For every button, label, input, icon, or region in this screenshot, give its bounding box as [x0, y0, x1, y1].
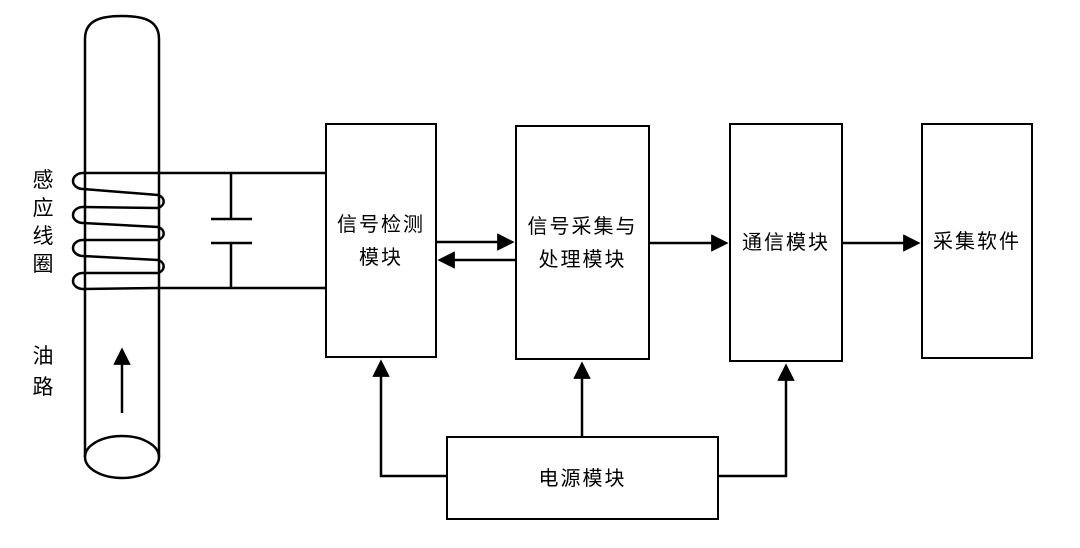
box-power-module: 电源模块	[446, 436, 719, 520]
induction-coil-label: 感应线圈	[32, 168, 54, 276]
box-communication-module: 通信模块	[729, 123, 843, 362]
box-signal-acquire-process-module: 信号采集与 处理模块	[515, 125, 650, 360]
box-signal-detect-module: 信号检测 模块	[325, 123, 437, 358]
box-signal-detect-line2: 模块	[359, 244, 403, 269]
box-acquisition-software: 采集软件	[921, 123, 1033, 359]
box-signal-detect-line1: 信号检测	[337, 211, 425, 236]
connector-arrows	[372, 233, 921, 478]
box-signal-acquire-line1: 信号采集与	[527, 213, 638, 238]
box-signal-acquire-line2: 处理模块	[538, 246, 627, 271]
induction-coil	[71, 171, 327, 291]
arrow-power-to-comm	[719, 363, 795, 478]
pipe-shape	[83, 14, 161, 480]
capacitor-symbol	[211, 173, 252, 288]
box-communication-label: 通信模块	[742, 230, 830, 254]
arrow-power-to-detect	[372, 359, 446, 478]
box-power-label: 电源模块	[538, 465, 627, 490]
box-acquisition-software-label: 采集软件	[933, 228, 1021, 253]
oil-line-label: 油路	[32, 344, 54, 399]
